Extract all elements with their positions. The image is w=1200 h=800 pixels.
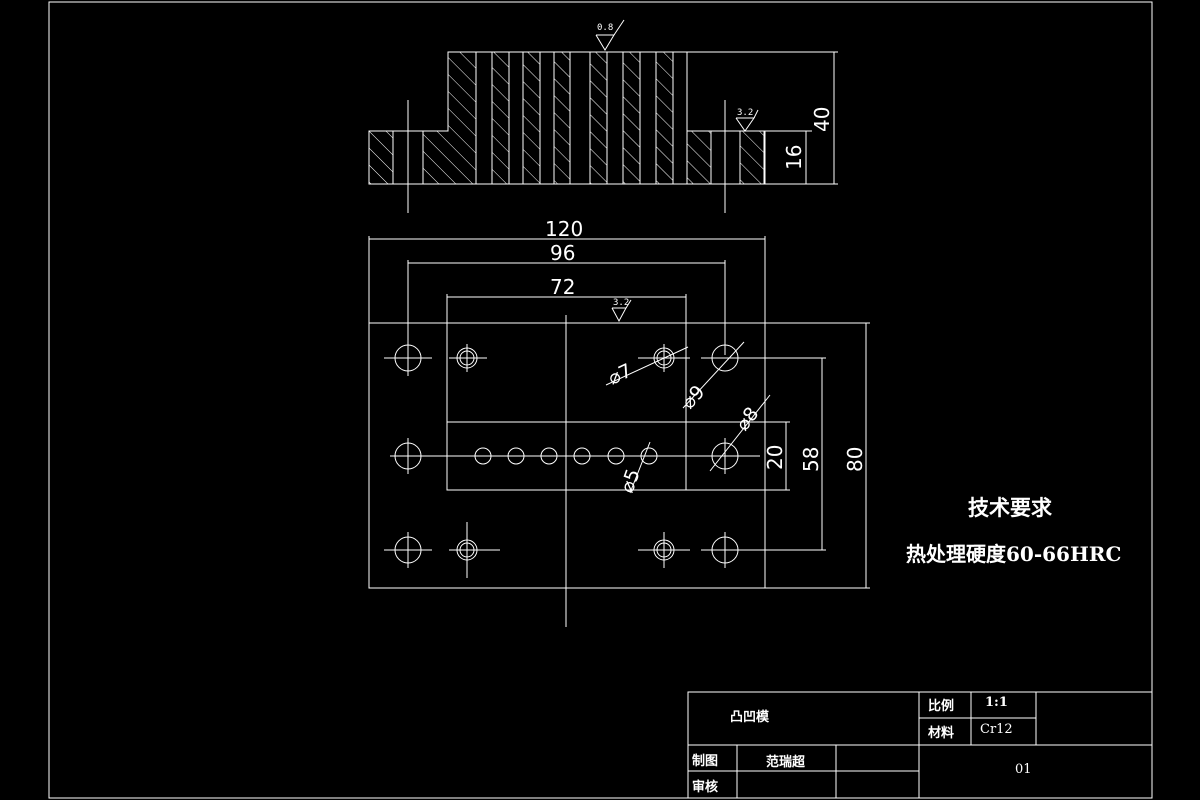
pierce-hole bbox=[640, 447, 658, 465]
section-view bbox=[368, 19, 838, 213]
dim-depth-insert: 20 bbox=[763, 445, 787, 470]
dim-width-overall: 120 bbox=[545, 217, 583, 241]
tech-requirements-title: 技术要求 bbox=[968, 495, 1052, 520]
drawing-border bbox=[48, 1, 1153, 799]
scale-value: 1:1 bbox=[985, 695, 1008, 710]
dim-width-insert: 72 bbox=[550, 275, 575, 299]
plan-view bbox=[368, 236, 870, 627]
pierce-hole bbox=[507, 447, 525, 465]
pierce-hole bbox=[474, 447, 492, 465]
pierce-hole bbox=[573, 447, 591, 465]
title-block-lines bbox=[687, 691, 1153, 799]
dim-hole-d7: ⌀7 bbox=[605, 360, 636, 390]
material-value: Cr12 bbox=[980, 722, 1013, 737]
tech-requirements-line: 热处理硬度60-66HRC bbox=[906, 542, 1122, 566]
dim-hole-d5: ⌀5 bbox=[616, 466, 645, 496]
surface-finish-step: 3.2 bbox=[737, 108, 753, 118]
dim-width-holes: 96 bbox=[550, 241, 575, 265]
material-label: 材料 bbox=[928, 726, 955, 741]
dim-height-total: 40 bbox=[810, 107, 834, 132]
surface-finish-plan: 3.2 bbox=[613, 298, 629, 308]
section-hatching bbox=[368, 51, 765, 185]
dim-hole-d8: ⌀8 bbox=[732, 403, 764, 435]
checked-label: 审核 bbox=[692, 780, 719, 795]
dim-depth-holes: 58 bbox=[799, 447, 823, 472]
dim-depth-overall: 80 bbox=[843, 447, 867, 472]
pierce-hole bbox=[607, 447, 625, 465]
dim-hole-d9: ⌀9 bbox=[677, 381, 709, 413]
drawing-number: 01 bbox=[1015, 762, 1032, 777]
drawn-by: 范瑞超 bbox=[766, 755, 806, 770]
drawn-label: 制图 bbox=[692, 754, 719, 769]
plan-holes bbox=[384, 340, 766, 578]
dim-height-base: 16 bbox=[782, 145, 806, 170]
part-name: 凸凹模 bbox=[730, 710, 770, 725]
pierce-hole bbox=[540, 447, 558, 465]
surface-finish-top: 0.8 bbox=[597, 23, 613, 33]
scale-label: 比例 bbox=[928, 699, 955, 714]
